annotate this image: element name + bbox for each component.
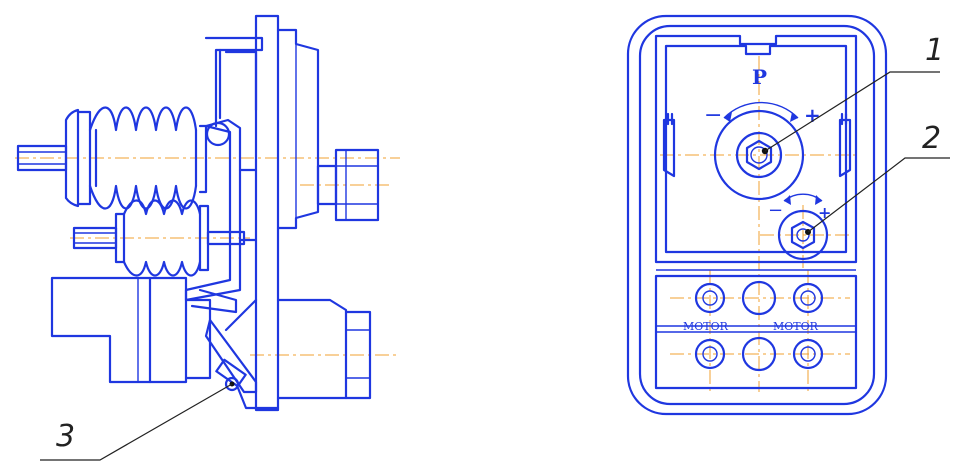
plus-sign-main: + <box>804 103 821 127</box>
callout-1: 1 <box>925 33 944 68</box>
leader-line-3 <box>40 383 233 461</box>
connector-block <box>50 276 212 384</box>
side-clips <box>662 112 852 178</box>
leader-line-1 <box>764 71 940 152</box>
terminal-top-left <box>694 282 726 314</box>
side-view <box>15 14 400 412</box>
terminal-top-right <box>792 282 824 314</box>
upper-spring-assembly <box>16 106 208 210</box>
callouts: 1 2 3 <box>40 33 950 461</box>
callout-3: 3 <box>56 419 75 454</box>
lever-arm <box>184 118 242 314</box>
terminal-top-center <box>741 280 777 316</box>
terminal-bottom-right <box>792 338 824 370</box>
housing-outline <box>626 14 888 416</box>
minus-sign-small: − <box>768 200 783 221</box>
screw-part-3 <box>215 358 247 392</box>
terminal-block <box>694 280 824 372</box>
leader-line-2 <box>807 157 950 233</box>
minus-sign-main: − <box>704 103 722 128</box>
terminal-bottom-left <box>694 338 726 370</box>
motor-label-right: MOTOR <box>773 320 819 333</box>
motor-label-left: MOTOR <box>683 320 729 333</box>
terminal-bottom-center <box>741 336 777 372</box>
mounting-plate <box>204 14 320 412</box>
pressure-adjust-screw <box>713 101 805 201</box>
lower-spring-assembly <box>72 199 246 277</box>
adjust-knob <box>316 148 380 222</box>
lower-housing <box>204 298 372 410</box>
front-view: P − + − + MOTOR MOTOR <box>626 14 888 416</box>
callout-2: 2 <box>922 121 941 156</box>
pressure-label: P <box>752 65 767 89</box>
